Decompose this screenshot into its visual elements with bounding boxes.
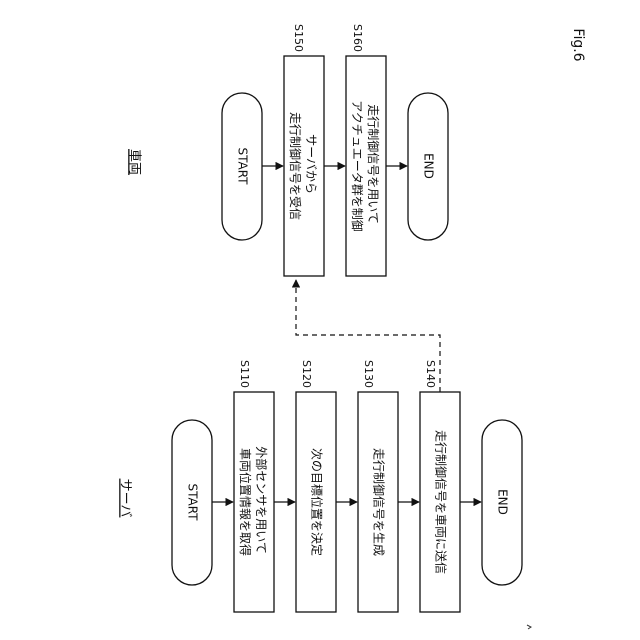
server-lane-title: サーバ: [118, 479, 133, 518]
svg-text:END: END: [496, 489, 510, 515]
vehicle-step-s150: サーバから 走行制御信号を受信 S150: [284, 24, 324, 276]
server-step-s120: 次の目標位置を決定 S120: [296, 360, 336, 612]
server-end-node: END: [482, 420, 522, 585]
svg-text:走行制御信号を車両に送信: 走行制御信号を車両に送信: [434, 430, 449, 574]
svg-text:S130: S130: [362, 360, 375, 388]
svg-text:END: END: [422, 153, 436, 179]
svg-text:START: START: [186, 483, 200, 521]
vehicle-lane-title: 車両: [127, 149, 142, 175]
svg-text:次の目標位置を決定: 次の目標位置を決定: [310, 448, 325, 556]
svg-text:S120: S120: [300, 360, 313, 388]
svg-text:S160: S160: [351, 24, 364, 52]
server-start-node: START: [172, 420, 212, 585]
figure-label: Fig.6: [570, 28, 586, 61]
server-step-s110: 外部センサを用いて 車両位置情報を取得 S110: [234, 360, 274, 612]
server-step-s130: 走行制御信号を生成 S130: [358, 360, 398, 612]
svg-text:走行制御信号を生成: 走行制御信号を生成: [372, 448, 387, 556]
vehicle-start-node: START: [222, 93, 262, 240]
corner-mark: [527, 625, 531, 629]
vehicle-end-node: END: [408, 93, 448, 240]
vehicle-step-s160: 走行制御信号を用いて アクチュエータ群を制御 S160: [346, 24, 386, 276]
svg-text:START: START: [236, 147, 250, 185]
svg-text:S110: S110: [238, 360, 251, 388]
svg-text:S150: S150: [292, 24, 305, 52]
server-step-s140: 走行制御信号を車両に送信 S140: [420, 360, 460, 612]
svg-text:S140: S140: [424, 360, 437, 388]
